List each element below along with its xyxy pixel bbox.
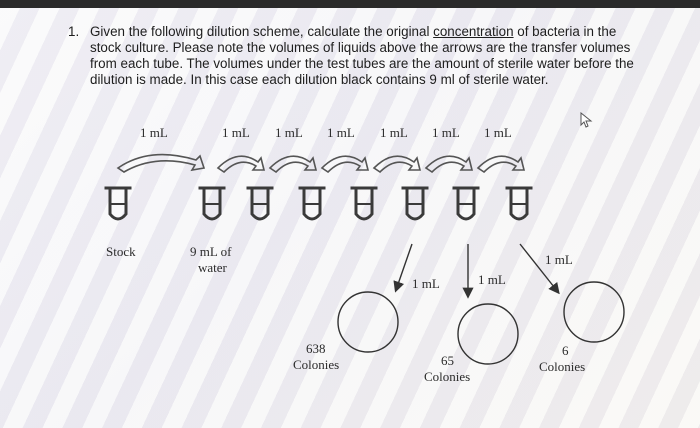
test-tube-icon	[298, 186, 326, 221]
test-tube-icon	[401, 186, 429, 221]
question-text-before: Given the following dilution scheme, cal…	[90, 24, 434, 39]
petri-dish-icon	[563, 281, 625, 343]
question-text: Given the following dilution scheme, cal…	[90, 24, 638, 88]
transfer-arrow-icon	[476, 155, 526, 174]
colony-count: 638	[306, 341, 326, 356]
transfer-label: 1 mL	[140, 125, 168, 140]
mouse-cursor-icon	[580, 112, 593, 128]
transfer-arrow-icon	[116, 153, 206, 173]
test-tube-icon	[452, 186, 480, 221]
stock-tube-icon	[104, 186, 132, 221]
concentration-link[interactable]: concentration	[433, 24, 514, 39]
transfer-label: 1 mL	[484, 125, 512, 140]
colony-unit: Colonies	[424, 369, 471, 384]
petri-dish-icon	[337, 291, 399, 353]
transfer-arrow-icon	[216, 155, 266, 174]
plating-volume: 1 mL	[412, 276, 440, 291]
plating-volume: 1 mL	[478, 272, 506, 287]
colony-unit: Colonies	[539, 359, 586, 374]
question-number: 1.	[68, 24, 80, 39]
colony-count: 6	[562, 343, 569, 358]
test-tube-icon	[246, 186, 274, 221]
colony-unit: Colonies	[293, 357, 340, 372]
transfer-arrow-icon	[268, 155, 318, 174]
transfer-label: 1 mL	[327, 125, 355, 140]
transfer-label: 1 mL	[380, 125, 408, 140]
water-label-line2: water	[198, 260, 227, 275]
transfer-label: 1 mL	[222, 125, 250, 140]
question-block: 1. Given the following dilution scheme, …	[68, 24, 638, 88]
transfer-arrow-icon	[424, 155, 474, 174]
transfer-arrow-icon	[372, 155, 422, 174]
water-label-line1: 9 mL of	[190, 244, 232, 259]
plating-arrow-icon	[519, 243, 560, 295]
petri-dish-icon	[457, 303, 519, 365]
transfer-arrow-icon	[320, 155, 370, 174]
transfer-label: 1 mL	[432, 125, 460, 140]
test-tube-icon	[198, 186, 226, 221]
top-bar	[0, 0, 700, 8]
transfer-label: 1 mL	[275, 125, 303, 140]
stock-label: Stock	[106, 244, 136, 259]
plating-volume: 1 mL	[545, 252, 573, 267]
colony-count: 65	[441, 353, 454, 368]
test-tube-icon	[505, 186, 533, 221]
plating-arrow-icon	[393, 243, 413, 293]
test-tube-icon	[350, 186, 378, 221]
question-text-after: of bacteria in the stock culture. Please…	[90, 24, 634, 87]
